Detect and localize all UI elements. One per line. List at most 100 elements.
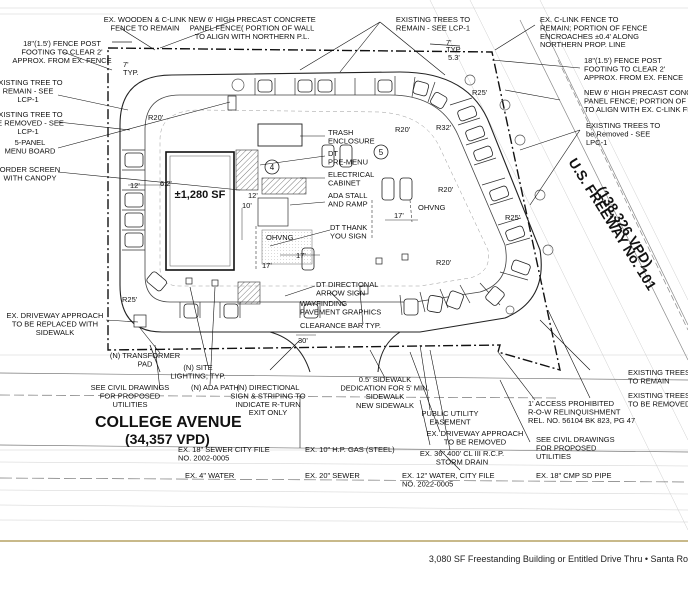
label-line: LCP-1 [17,127,38,136]
label-line: DT DIRECTIONAL [316,280,378,289]
label-line: NO. 2022-0005 [402,479,453,488]
radius-r20-b: R20' [395,125,411,134]
label-line: APPROX. FROM EX. FENCE [12,56,111,65]
ada-stall [257,197,289,227]
keynote-4-circle [264,159,280,175]
label-line: EXISTING TREES [628,391,688,400]
dimension-lines [128,184,418,336]
label-line: EX. C-LINK FENCE TO [540,15,619,24]
label-line: LCP-1 [17,95,38,104]
leader-lines [57,19,591,471]
label-line: 18"(1.5') FENCE POST [584,56,662,65]
label-line: PANEL FENCE; PORTION OF WALL [584,96,688,105]
dim-12-b: 12' [248,191,258,200]
street-lines [0,372,688,483]
driveway-curb [269,331,311,373]
label-line: NEW 6' HIGH PRECAST CONCRETE [584,88,688,97]
label-line: TO ALIGN WITH EX. C-LINK FENCE [584,105,688,114]
drive-aisle-inner [144,94,507,303]
label-line: EX. DRIVEWAY APPROACH [7,311,104,320]
trees [231,74,554,315]
label-line: REL. NO. 56104 BK 823, PG 47 [528,416,635,425]
label-line: DEDICATION FOR 5' MIN. [340,383,429,392]
label-line: NEW 6' HIGH PRECAST CONCRETE [188,15,316,24]
label-line: (N) SITE [183,363,212,372]
label-line: CABINET [328,178,361,187]
radius-r32: R32' [436,123,452,132]
label-line: EXISTING TREES TO [586,121,660,130]
listing-footer: 3,080 SF Freestanding Building or Entitl… [0,540,688,590]
building-inner-wall [169,155,231,267]
label-line: ENCLOSURE [328,136,375,145]
dim-typ-b: TYP. [446,45,462,54]
label-line: APPROX. FROM EX. FENCE [584,73,683,82]
parking-stalls-right [449,97,531,306]
label-line: EX. 12" WATER, CITY FILE [402,471,495,480]
keynote-5-circle [373,144,389,160]
trash-enclosure [257,123,303,147]
dim-17-a: 17' [296,251,306,260]
dim-5-3: 5.3' [448,53,460,62]
label-line: UTILITIES [112,400,147,409]
ada-ramp-hatch [261,177,307,195]
label-line: EXISTING TREES TO [396,15,470,24]
label-line: SEE CIVIL DRAWINGS [91,383,170,392]
label-line: be Removed - SEE [586,129,650,138]
street-traffic: (34,357 VPD) [125,431,210,447]
label-line: SIDEWALK [36,328,74,337]
label-line: 0.5' SIDEWALK [359,375,411,384]
label-line: R-O-W RELINQUISHMENT [528,407,621,416]
callout-ada-path: (N) ADA PATH [191,383,239,392]
parking-stalls-top [254,76,436,103]
freeway-edge-lines [519,19,688,361]
pedestrian-zone [261,229,313,265]
radius-r25-b: R25' [505,213,521,222]
label-line: FOR PROPOSED [536,443,597,452]
label-line: ADA STALL [328,191,367,200]
label-line: TO BE REMOVED [628,399,688,408]
label-line: TRASH [328,128,353,137]
dim-17-b: 17' [394,211,404,220]
label-line: YOU SIGN [330,231,367,240]
label-line: REMAIN; PORTION OF FENCE [540,23,647,32]
label-line: UTILITIES [536,452,571,461]
utility-sewer-20: EX. 20" SEWER [305,471,360,480]
label-line: WITH CANOPY [4,173,57,182]
label-line: 5-PANEL [15,138,46,147]
label-line: FOOTING TO CLEAR 2' [21,47,103,56]
building-footprint [165,151,235,271]
label-line: PUBLIC UTILITY [421,409,478,418]
label-line: ARROW SIGN [316,288,365,297]
dim-17-c: 17' [262,261,272,270]
parking-stalls-left [122,149,145,251]
radius-r20-d: R20' [436,258,452,267]
driveway-apron [149,344,161,373]
label-line: PAD [138,359,153,368]
drive-aisle-lane [159,109,489,287]
label-line: EX. DRIVEWAY APPROACH [427,429,524,438]
street-name: COLLEGE AVENUE [95,414,242,431]
label-line: FENCE TO REMAIN [111,23,180,32]
label-line: 18"(1.5') FENCE POST [23,39,101,48]
callout-ohvng-right: OHVNG [418,203,446,212]
label-line: REMAIN - SEE [3,86,54,95]
label-line: FOR PROPOSED [100,391,161,400]
label-line: NORTHERN PROP. LINE [540,40,626,49]
footer-caption: 3,080 SF Freestanding Building or Entitl… [428,554,688,564]
label-line: BE REMOVED - SEE [0,118,64,127]
